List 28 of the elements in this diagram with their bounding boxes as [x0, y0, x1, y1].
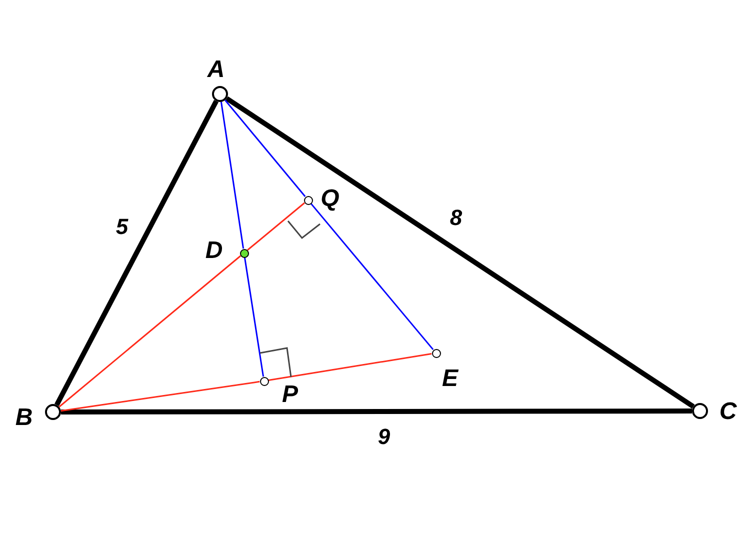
point-marker — [212, 86, 228, 102]
line-segment — [54, 100, 218, 406]
line-segment — [244, 257, 264, 377]
point-label: P — [282, 383, 298, 407]
line-segment — [225, 96, 695, 409]
line-segment — [224, 100, 306, 198]
line-segment — [60, 380, 260, 412]
point-marker — [260, 376, 268, 386]
point-label: A — [207, 58, 225, 82]
point-label: E — [442, 367, 458, 391]
point-marker — [240, 248, 248, 258]
side-length-label: 5 — [116, 216, 128, 238]
line-segment — [61, 408, 692, 414]
point-label: B — [15, 406, 33, 430]
point-marker — [45, 404, 61, 420]
line-segment — [220, 102, 244, 249]
line-segment — [58, 255, 242, 408]
line-segment — [310, 202, 434, 350]
point-label: C — [719, 400, 737, 424]
point-label: Q — [320, 187, 340, 211]
side-length-label: 8 — [450, 207, 462, 229]
point-label: D — [205, 239, 223, 263]
line-segment — [246, 202, 306, 251]
line-segment — [268, 352, 432, 382]
point-marker — [432, 348, 440, 358]
point-marker — [304, 196, 312, 204]
side-length-label: 9 — [378, 426, 390, 448]
point-marker — [692, 403, 708, 419]
